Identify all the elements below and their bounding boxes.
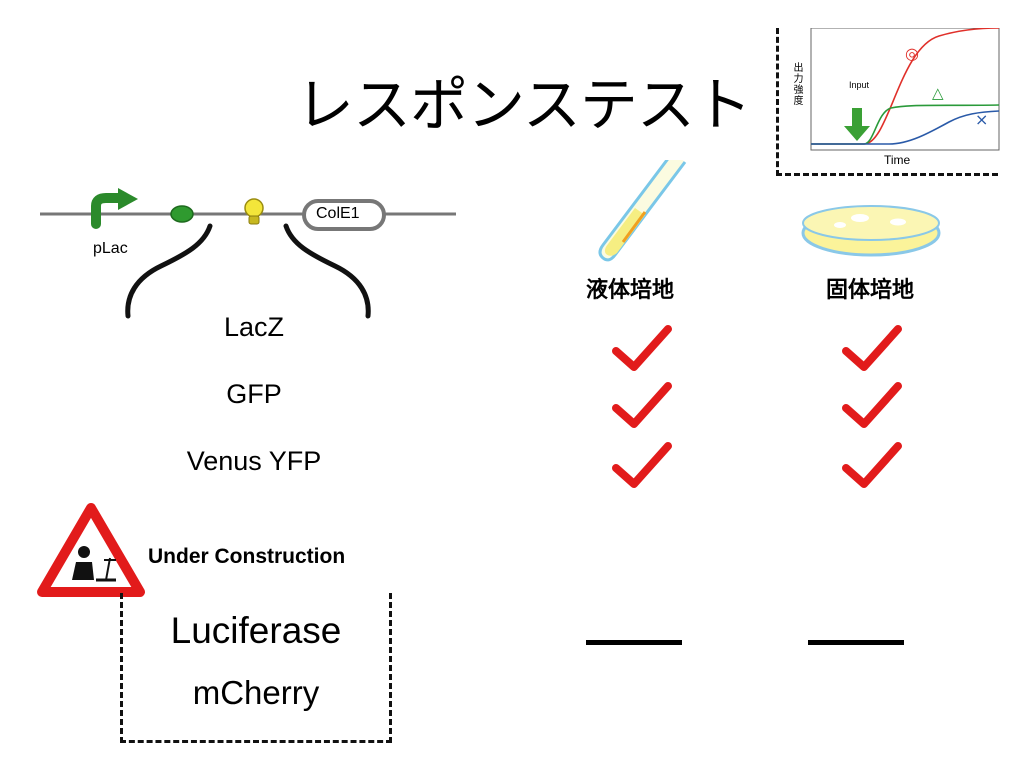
marker-poor: × [975, 110, 989, 129]
rbs-icon [170, 205, 194, 223]
good-curve [811, 104, 1000, 145]
page-title: レスポンステスト [296, 71, 752, 139]
promoter-icon [91, 188, 138, 229]
graph-xlabel: Time [884, 153, 911, 167]
gene-mcherry: mCherry [192, 674, 320, 711]
promoter-label: pLac [93, 240, 128, 257]
construct-diagram [40, 188, 456, 319]
check-icon [612, 325, 672, 371]
graph-frame [810, 28, 1000, 151]
column-liquid-medium: 液体培地 [585, 278, 674, 303]
gene-luciferase: Luciferase [170, 610, 342, 651]
check-icon [612, 382, 672, 428]
petri-dish-icon [801, 205, 941, 257]
input-arrow-icon [844, 108, 870, 141]
under-construction-label: Under Construction [148, 545, 346, 568]
check-icon [612, 442, 672, 488]
in-progress-box [120, 593, 392, 743]
test-tube-icon [598, 160, 687, 262]
marker-excellent: ◎ [905, 44, 919, 63]
gene-lacz: LacZ [223, 312, 285, 342]
excellent-curve [811, 28, 1000, 145]
gene-bulb-icon [244, 198, 264, 225]
bracket-right [283, 223, 371, 319]
graph-ylabel: 出力強度 [791, 62, 802, 106]
bracket-left [125, 223, 213, 319]
dash-solid [808, 640, 904, 645]
under-construction-icon [37, 503, 145, 597]
check-icon [842, 442, 902, 488]
check-icon [842, 325, 902, 371]
origin-label: ColE1 [316, 205, 360, 222]
gene-gfp: GFP [226, 379, 282, 409]
response-graph-inset: 出力強度 Time Input ◎ △ × [776, 28, 1000, 176]
dash-liquid [586, 640, 682, 645]
origin-box [302, 199, 386, 231]
gene-venus-yfp: Venus YFP [186, 446, 322, 476]
graph-input-label: Input [849, 80, 870, 90]
poor-curve [811, 110, 1000, 145]
marker-good: △ [932, 84, 944, 102]
check-icon [842, 382, 902, 428]
column-solid-medium: 固体培地 [825, 278, 914, 303]
